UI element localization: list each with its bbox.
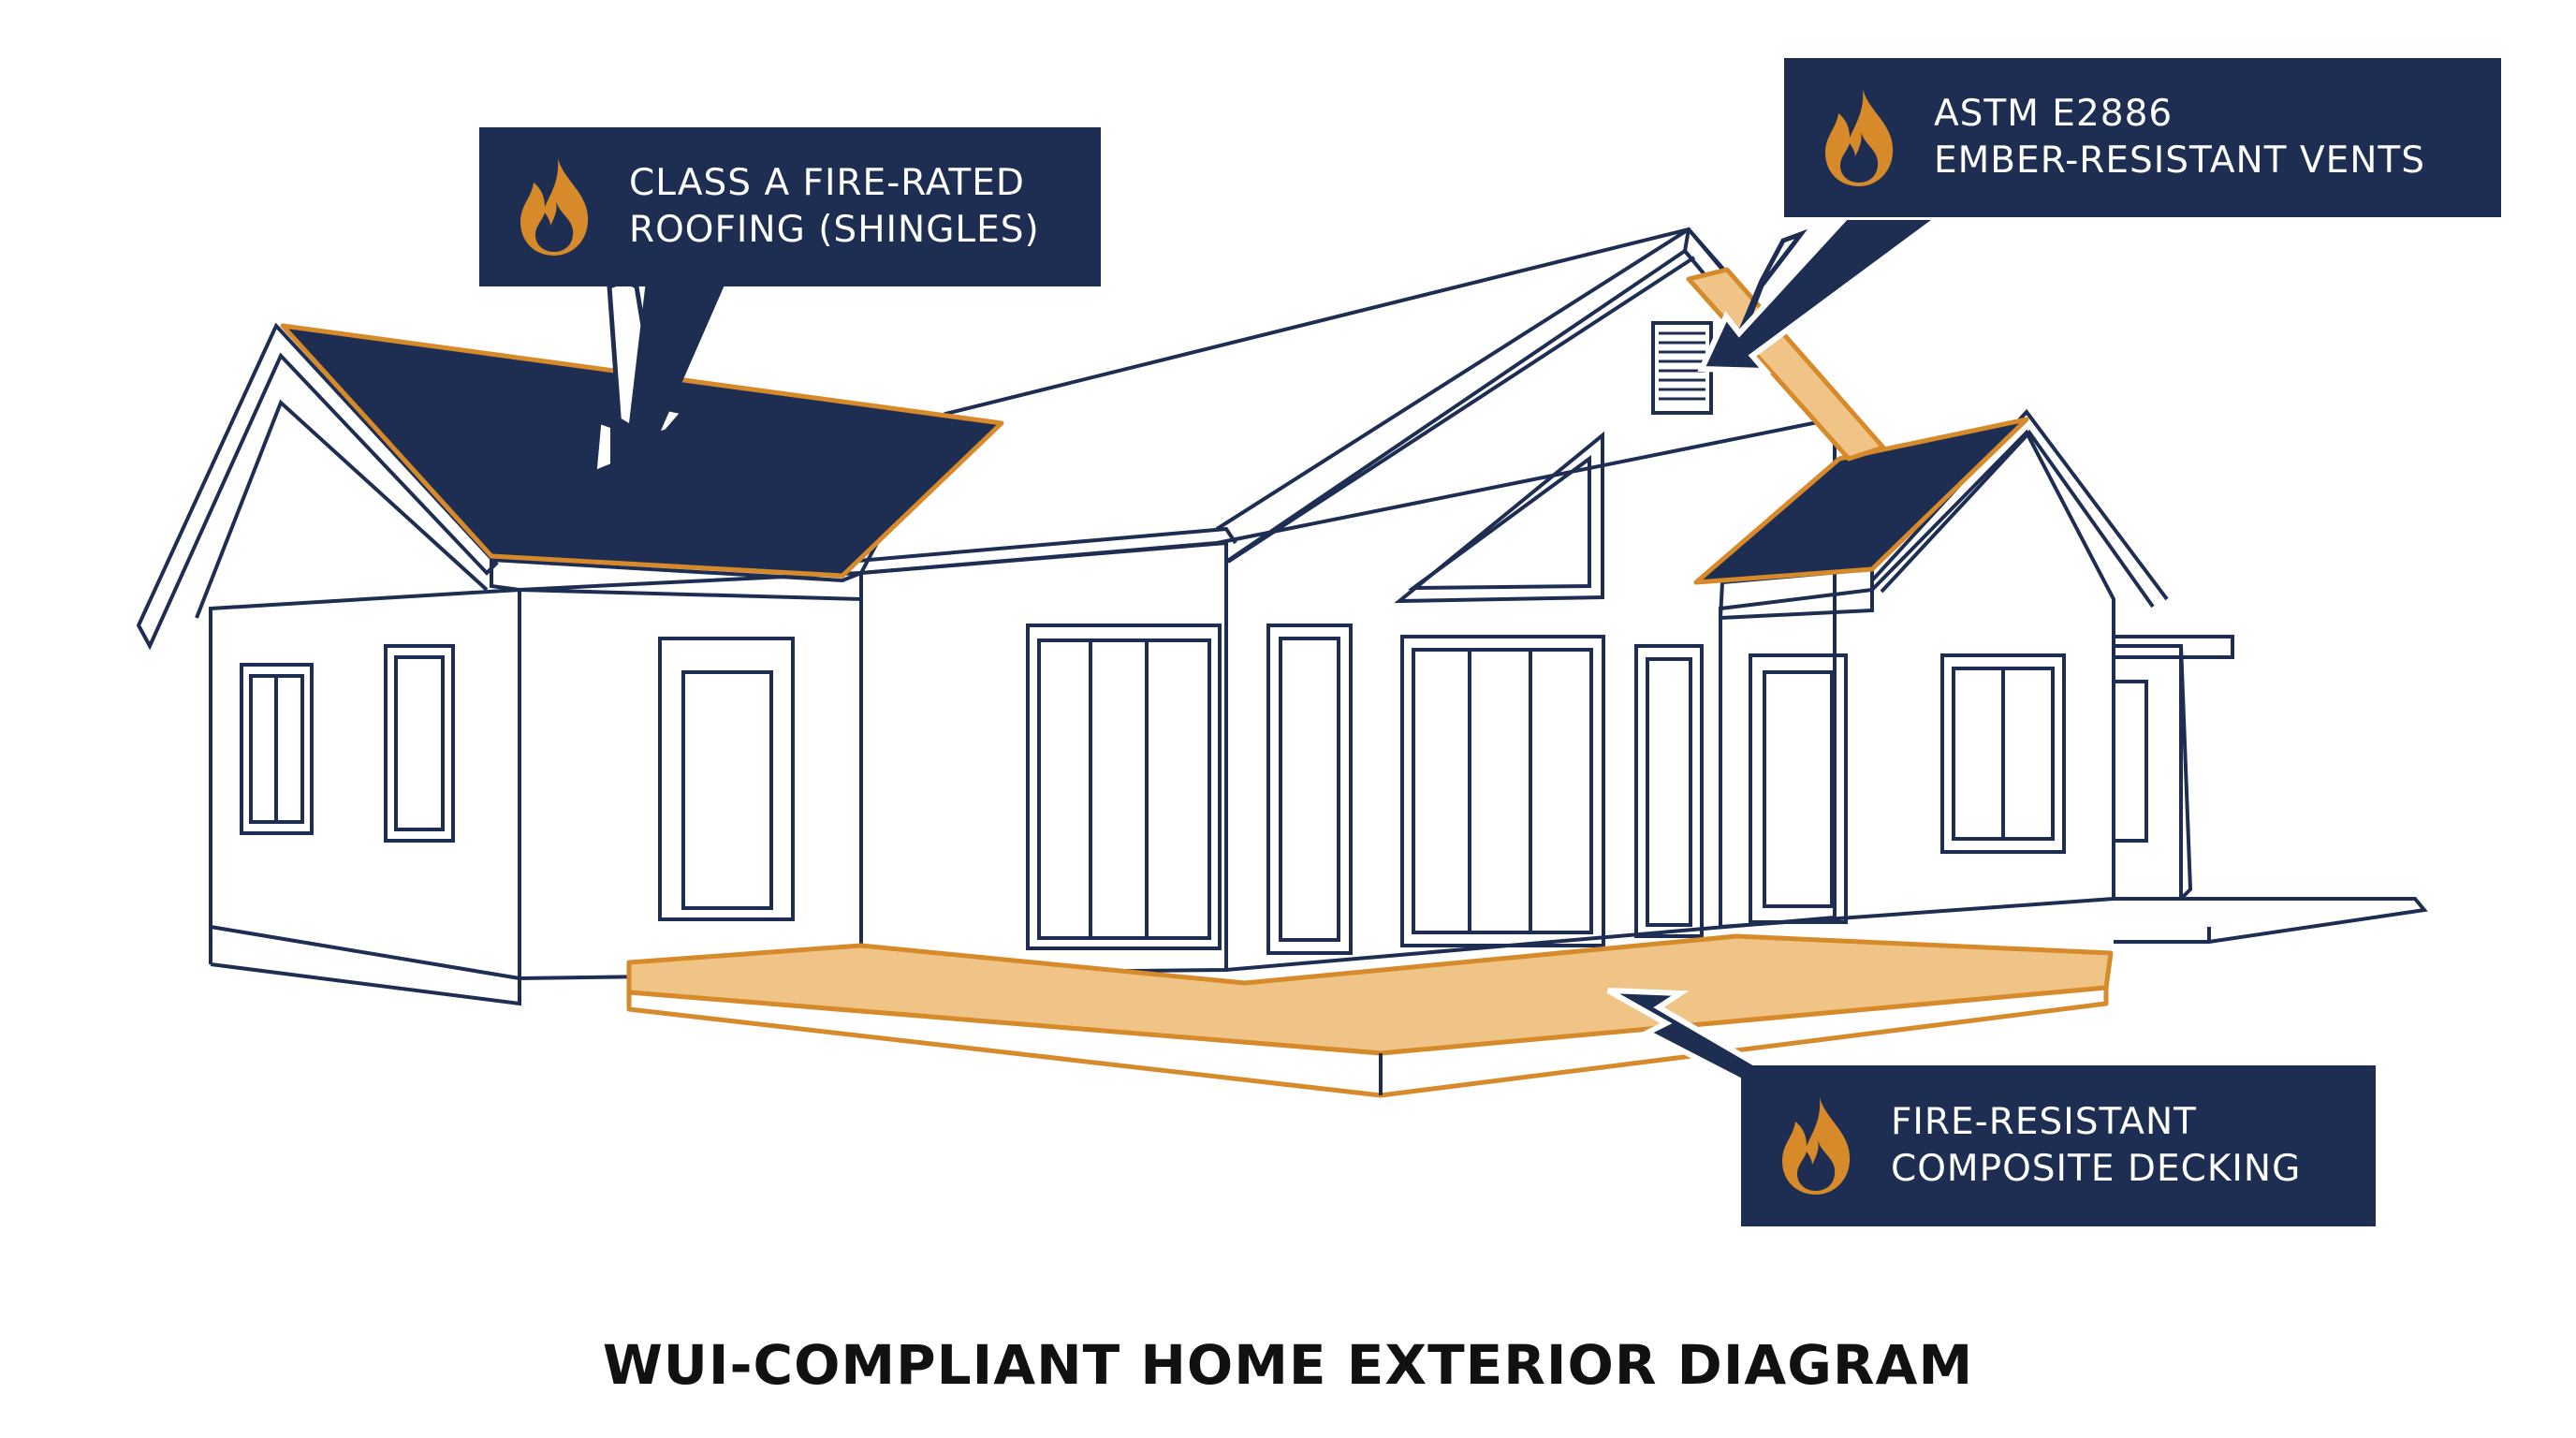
- callout-roofing: CLASS A FIRE-RATED ROOFING (SHINGLES): [479, 127, 1101, 286]
- callout-vents-line1: ASTM E2886: [1934, 93, 2174, 135]
- side-stoop: [2114, 897, 2428, 944]
- right-door-frame: [1749, 653, 1848, 924]
- diagram-title: WUI-COMPLIANT HOME EXTERIOR DIAGRAM: [602, 1333, 1974, 1397]
- middle-wall: [859, 540, 1228, 976]
- center-window-2: [1400, 635, 1605, 947]
- left-window-1: [240, 663, 314, 835]
- ember-vent-channel: [1686, 267, 1886, 462]
- left-gable-roof-edge: [136, 322, 499, 651]
- right-gable-roof-edge: [1870, 408, 2169, 601]
- middle-window-large: [1026, 624, 1222, 950]
- callout-decking-line2: COMPOSITE DECKING: [1891, 1148, 2302, 1190]
- callout-vents: ASTM E2886 EMBER-RESISTANT VENTS: [1784, 58, 2501, 217]
- callout-decking-text: FIRE-RESISTANT COMPOSITE DECKING: [1891, 1099, 2301, 1193]
- callout-vents-line2: EMBER-RESISTANT VENTS: [1934, 139, 2425, 182]
- right-roofing: [1693, 417, 2029, 585]
- callout-decking: FIRE-RESISTANT COMPOSITE DECKING: [1741, 1065, 2376, 1226]
- vents-pointer: [1697, 214, 1949, 374]
- roofing-pointer: [610, 281, 726, 474]
- left-foundation: [210, 962, 521, 1006]
- triangle-window: [1394, 431, 1604, 604]
- front-left-door: [681, 670, 773, 910]
- flame-icon: [520, 158, 589, 256]
- callout-vents-text: ASTM E2886 EMBER-RESISTANT VENTS: [1934, 91, 2425, 184]
- middle-eave: [846, 526, 1237, 564]
- right-door: [1763, 670, 1834, 908]
- center-gable-roof-edge: [1215, 227, 1851, 531]
- flame-icon: [1825, 89, 1894, 186]
- front-left-door-frame: [658, 637, 795, 921]
- left-window-2: [384, 644, 455, 843]
- right-window: [1940, 653, 2066, 854]
- left-gable-trim: [195, 399, 489, 619]
- callout-roofing-line1: CLASS A FIRE-RATED: [629, 162, 1025, 204]
- left-wall: [209, 587, 521, 981]
- decking-pointer: [1606, 988, 1764, 1096]
- center-window-3: [1634, 644, 1704, 938]
- callout-roofing-line2: ROOFING (SHINGLES): [629, 209, 1040, 251]
- vent-slats: [1659, 331, 1705, 401]
- center-window-1: [1266, 624, 1353, 955]
- left-window-2-inner: [394, 655, 445, 831]
- callout-decking-line1: FIRE-RESISTANT: [1891, 1101, 2197, 1143]
- callout-roofing-text: CLASS A FIRE-RATED ROOFING (SHINGLES): [629, 160, 1040, 254]
- flame-icon: [1782, 1097, 1851, 1195]
